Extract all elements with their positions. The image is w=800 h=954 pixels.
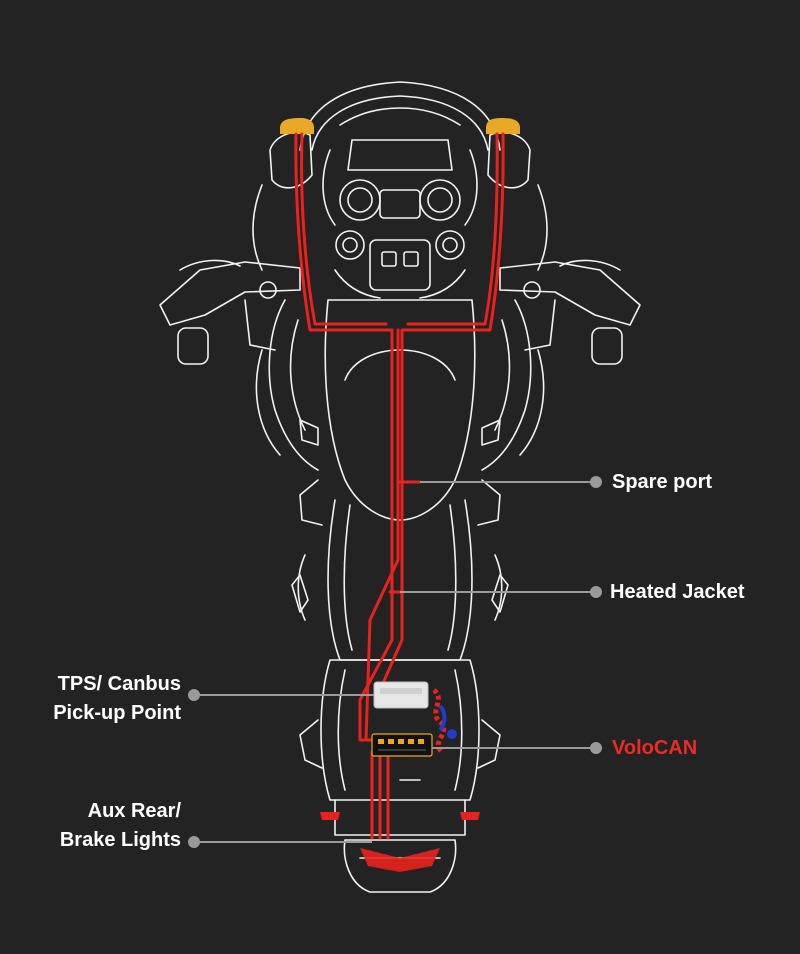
aux-rear-label-line1: Aux Rear/: [87, 800, 181, 822]
tps-canbus-label-line2: Pick-up Point: [53, 702, 181, 724]
volocan-leader-dot: [590, 742, 602, 754]
left-front-indicator: [280, 118, 314, 134]
rear-lights: [320, 812, 480, 872]
volocan-module: [371, 733, 433, 757]
canbus-wire-coil: [432, 688, 457, 754]
aux-rear-label-line2: Brake Lights: [59, 829, 181, 851]
tail-light: [360, 848, 440, 872]
heated-jacket-leader-dot: [590, 586, 602, 598]
wiring-harness: [294, 132, 505, 840]
tps-canbus-label-line1: TPS/ Canbus: [57, 673, 181, 695]
spare-port-label: Spare port: [612, 471, 713, 493]
tps-canbus-connector-block: [373, 681, 429, 709]
tps-canbus-label: TPS/ Canbus Pick-up Point: [0, 670, 181, 728]
left-rear-indicator: [320, 812, 340, 820]
leader-lines: [188, 476, 602, 848]
front-indicators: [280, 118, 520, 134]
aux-rear-label: Aux Rear/ Brake Lights: [0, 797, 181, 855]
heated-jacket-label: Heated Jacket: [610, 581, 745, 603]
motorcycle-outline: [159, 81, 641, 893]
volocan-label: VoloCAN: [612, 737, 698, 759]
tps-canbus-leader-dot: [188, 689, 200, 701]
right-rear-indicator: [460, 812, 480, 820]
aux-rear-leader-dot: [188, 836, 200, 848]
spare-port-leader-dot: [590, 476, 602, 488]
right-front-indicator: [486, 118, 520, 134]
